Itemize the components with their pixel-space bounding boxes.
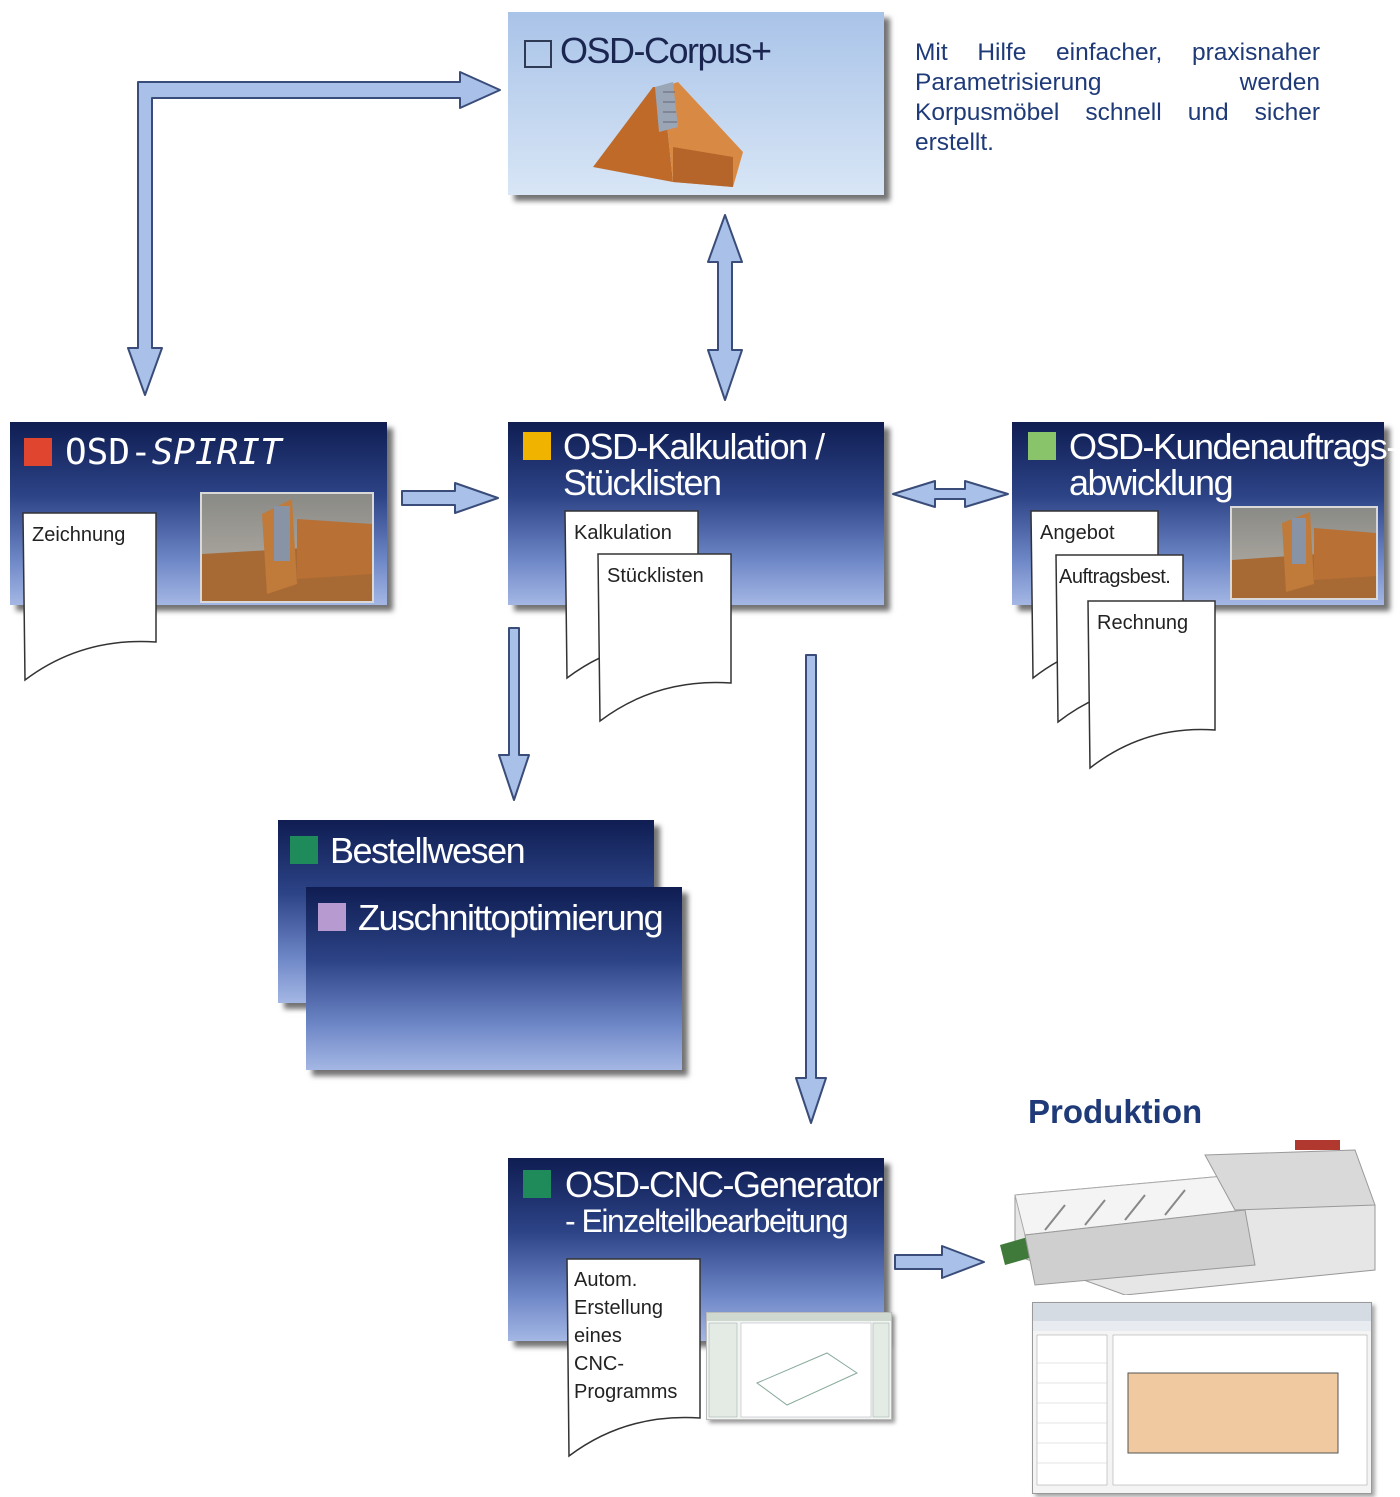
arrow-kalkulation-kunden — [892, 480, 1009, 508]
produktion-title: Produktion — [1028, 1093, 1203, 1130]
kalkulation-title-line1: OSD-Kalkulation / — [563, 426, 825, 467]
production-software-image — [1032, 1302, 1372, 1494]
kalkulation-square — [523, 432, 551, 460]
corpus-furniture-image — [593, 82, 743, 187]
cnc-title-line1: OSD-CNC-Generator — [565, 1164, 883, 1205]
zuschnitt-box: Zuschnittoptimierung — [306, 887, 682, 1070]
spirit-title: OSD-SPIRIT — [65, 435, 282, 471]
corpus-description: Mit Hilfe einfacher, praxisnaher Paramet… — [915, 39, 1320, 156]
spirit-square — [24, 438, 52, 466]
kalkulation-title-line2: Stücklisten — [563, 462, 722, 503]
spirit-room-image — [200, 492, 374, 603]
cnc-machine-image — [1000, 1140, 1376, 1295]
corpus-square — [524, 40, 552, 68]
arrow-kalkulation-cnc — [795, 654, 827, 1124]
corpus-title: OSD-Corpus+ — [560, 30, 772, 71]
cnc-screenshot-image — [706, 1312, 892, 1420]
cnc-doc: Autom. Erstellung eines CNC- Programms — [566, 1258, 706, 1458]
bestellwesen-square — [290, 836, 318, 864]
kunden-doc-3-label: Rechnung — [1097, 612, 1189, 634]
kunden-title-line1: OSD-Kundenauftrags- — [1069, 426, 1398, 467]
arrow-spirit-kalkulation — [401, 482, 499, 514]
kunden-doc-1-label: Angebot — [1040, 522, 1115, 544]
cnc-doc-line-1: Autom. — [574, 1269, 638, 1291]
cnc-doc-line-3: eines — [574, 1325, 622, 1347]
cnc-square — [523, 1170, 551, 1198]
corpus-box: OSD-Corpus+ — [508, 12, 884, 195]
spirit-title-prefix: OSD- — [65, 432, 152, 473]
kunden-doc-2-label: Auftragsbest. — [1059, 566, 1171, 588]
cnc-doc-line-2: Erstellung — [574, 1297, 663, 1319]
kalkulation-doc-2: Stücklisten — [597, 553, 737, 723]
cnc-doc-line-5: Programms — [574, 1381, 678, 1403]
arrow-cnc-produktion — [894, 1245, 985, 1279]
zuschnitt-title: Zuschnittoptimierung — [358, 897, 664, 938]
cnc-title-line2: - Einzelteilbearbeitung — [565, 1203, 849, 1239]
arrow-kalkulation-bestellwesen — [498, 627, 530, 801]
zuschnitt-square — [318, 903, 346, 931]
kalkulation-doc-2-label: Stücklisten — [607, 565, 704, 587]
spirit-doc-label: Zeichnung — [32, 524, 126, 546]
kunden-title-line2: abwicklung — [1069, 462, 1234, 503]
spirit-title-suffix: SPIRIT — [151, 432, 282, 473]
kunden-doc-3: Rechnung — [1087, 600, 1221, 770]
kalkulation-doc-1-label: Kalkulation — [574, 522, 672, 544]
kunden-square — [1028, 432, 1056, 460]
cnc-doc-line-4: CNC- — [574, 1353, 624, 1375]
spirit-doc: Zeichnung — [22, 512, 162, 682]
kunden-room-image — [1230, 506, 1378, 600]
arrow-corpus-spirit — [127, 71, 501, 396]
bestellwesen-title: Bestellwesen — [330, 830, 526, 871]
arrow-corpus-kalkulation — [707, 214, 743, 401]
